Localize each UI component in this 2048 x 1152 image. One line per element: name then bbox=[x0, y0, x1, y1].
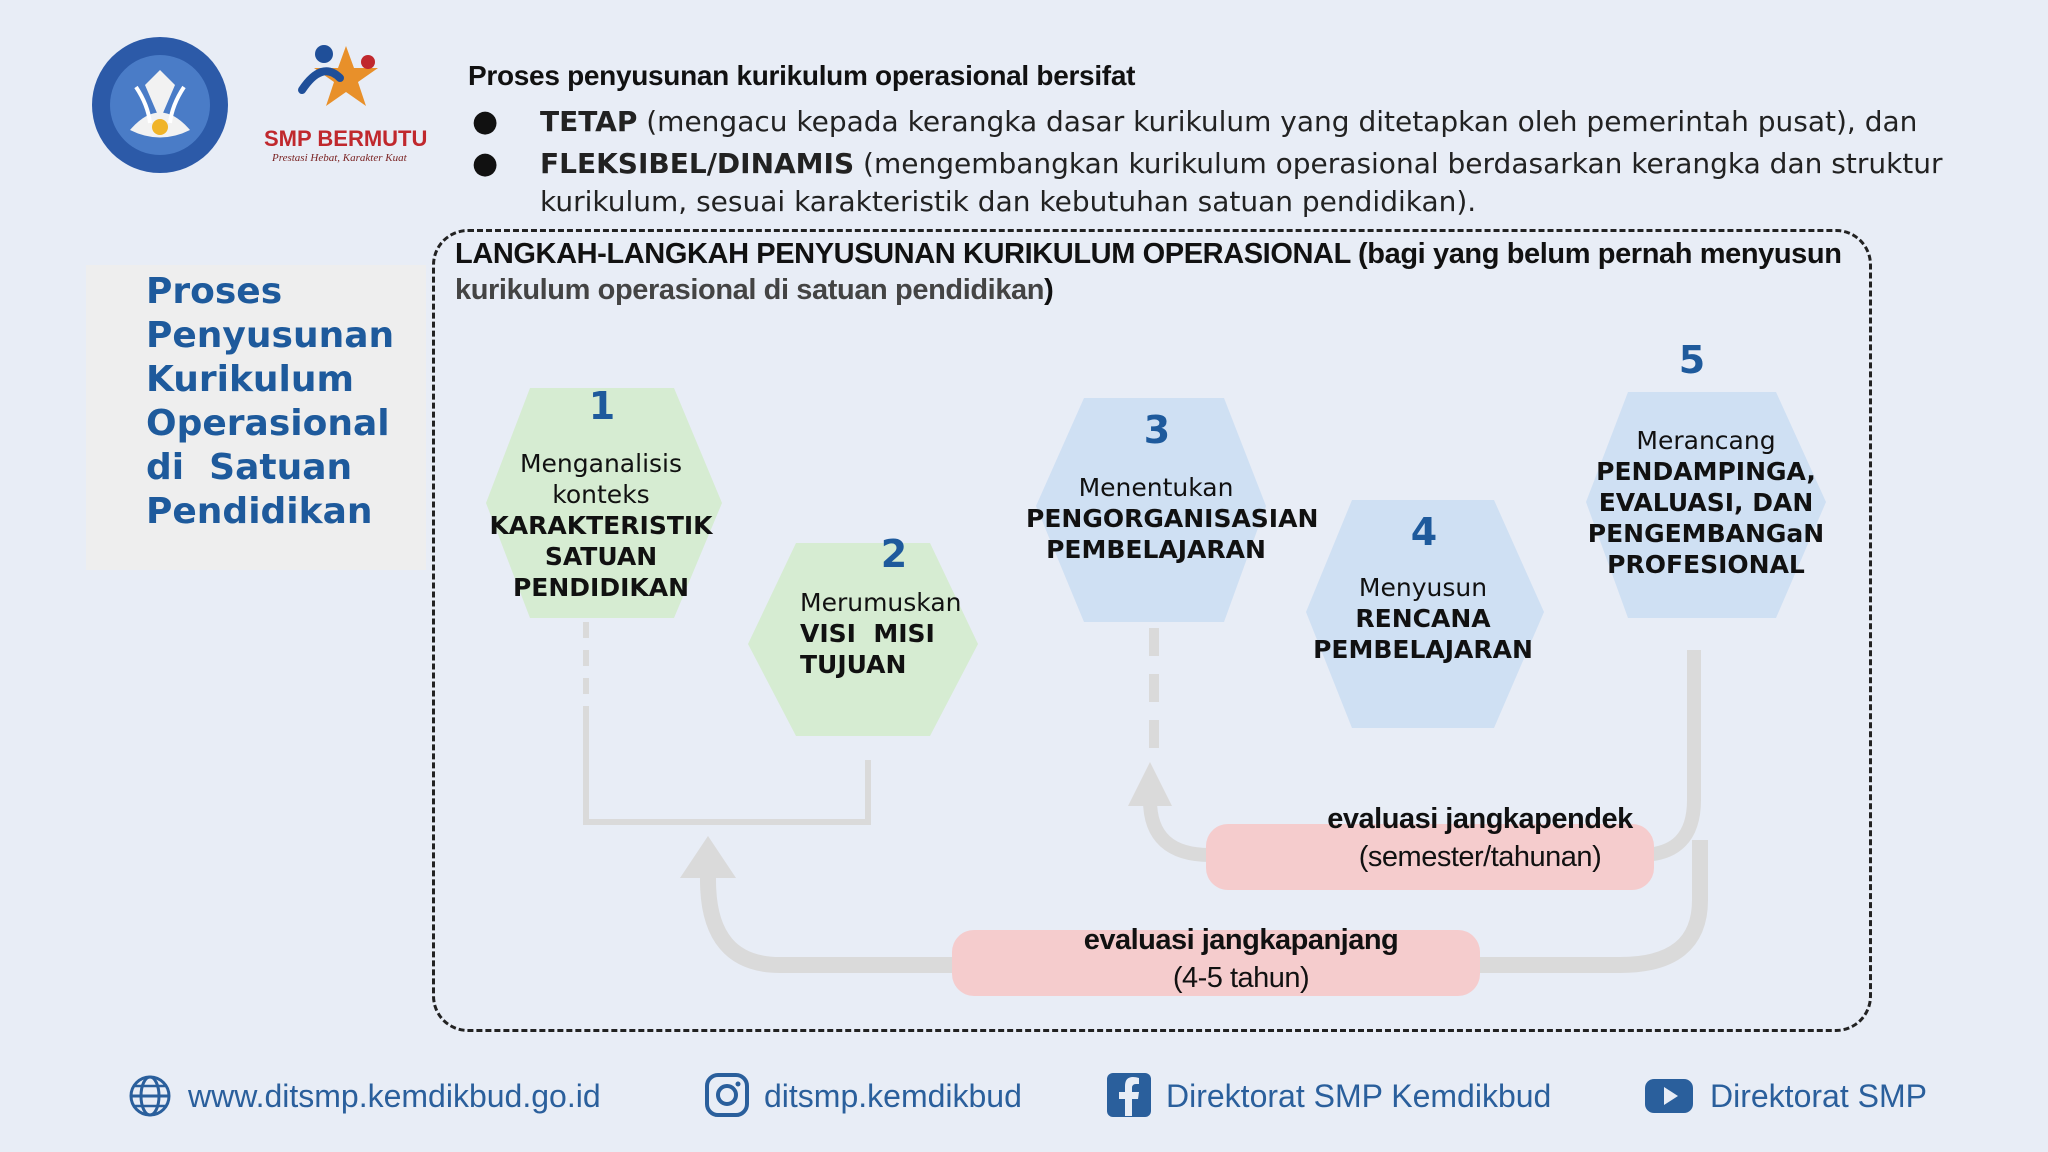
step2-line: TUJUAN bbox=[800, 650, 907, 679]
long-eval-loop bbox=[700, 860, 960, 973]
bullet-fleksibel-label: FLEKSIBEL/DINAMIS bbox=[540, 147, 855, 180]
footer-instagram[interactable]: ditsmp.kemdikbud bbox=[764, 1078, 1022, 1114]
side-title-line: Proses bbox=[146, 271, 283, 312]
step3-line: Menentukan bbox=[1078, 473, 1234, 502]
bullet-tetap-label: TETAP bbox=[540, 105, 638, 138]
steps-title-close: ) bbox=[1044, 274, 1054, 306]
step-text-2: Merumuskan VISI MISI TUJUAN bbox=[800, 587, 1000, 680]
step-number-3: 3 bbox=[1143, 408, 1171, 452]
step3-line: PENGORGANISASIAN bbox=[1026, 504, 1319, 533]
step1-line: KARAKTERISTIK bbox=[489, 511, 713, 540]
side-title-line: Operasional bbox=[146, 403, 390, 444]
side-title: Proses Penyusunan Kurikulum Operasional … bbox=[146, 270, 394, 534]
step1-line: konteks bbox=[552, 480, 650, 509]
kemdikbud-logo bbox=[90, 35, 230, 175]
bullet-tetap: TETAP (mengacu kepada kerangka dasar kur… bbox=[540, 105, 1917, 138]
footer-youtube[interactable]: Direktorat SMP bbox=[1710, 1078, 1927, 1114]
side-title-line: Kurikulum bbox=[146, 359, 355, 400]
short-eval-pill bbox=[1206, 824, 1654, 890]
hexagon-step2 bbox=[748, 543, 978, 736]
step-number-2: 2 bbox=[880, 532, 908, 576]
facebook-icon bbox=[1106, 1072, 1152, 1122]
step5-line: PROFESIONAL bbox=[1607, 550, 1805, 579]
hexagon-step4 bbox=[1306, 500, 1544, 728]
footer-website[interactable]: www.ditsmp.kemdikbud.go.id bbox=[188, 1078, 601, 1114]
short-eval-period: (semester/tahunan) bbox=[1358, 841, 1602, 873]
youtube-icon bbox=[1644, 1078, 1694, 1118]
instagram-icon bbox=[704, 1072, 750, 1122]
side-title-line: di Satuan bbox=[146, 447, 353, 488]
smp-tagline: Prestasi Hebat, Karakter Kuat bbox=[272, 152, 407, 164]
step3-line: PEMBELAJARAN bbox=[1046, 535, 1266, 564]
step-text-5: Merancang PENDAMPINGA, EVALUASI, DAN PEN… bbox=[1586, 425, 1826, 580]
step1-line: SATUAN bbox=[544, 542, 658, 571]
short-eval-text: evaluasi jangkapendek (semester/tahunan) bbox=[1280, 800, 1680, 876]
connector-step1-step2 bbox=[583, 710, 871, 825]
smp-name: SMP BERMUTU bbox=[264, 126, 428, 151]
globe-icon bbox=[128, 1074, 172, 1122]
long-eval-arrowhead bbox=[680, 836, 736, 878]
intro-title: Proses penyusunan kurikulum operasional … bbox=[468, 60, 1136, 91]
long-eval-pill bbox=[952, 930, 1480, 996]
bullet-fleksibel: FLEKSIBEL/DINAMIS (mengembangkan kurikul… bbox=[540, 147, 1943, 180]
step-text-4: Menyusun RENCANA PEMBELAJARAN bbox=[1303, 572, 1543, 665]
step1-line: PENDIDIKAN bbox=[512, 573, 690, 602]
step5-line: EVALUASI, DAN bbox=[1598, 488, 1814, 517]
bullet-dot-1: ● bbox=[472, 104, 499, 139]
hexagon-step3 bbox=[1036, 398, 1266, 622]
step-text-1: Menganalisis konteks KARAKTERISTIK SATUA… bbox=[481, 448, 721, 603]
bullet-fleksibel-line2: kurikulum, sesuai karakteristik dan kebu… bbox=[540, 185, 1477, 218]
step4-line: RENCANA bbox=[1355, 604, 1491, 633]
steps-title-line2: kurikulum operasional di satuan pendidik… bbox=[455, 274, 1054, 307]
step5-feedback-long bbox=[1480, 840, 1708, 973]
step2-line: Merumuskan bbox=[800, 588, 962, 617]
step1-line: Menganalisis bbox=[519, 449, 683, 478]
steps-frame bbox=[432, 229, 1872, 1032]
steps-title: LANGKAH-LANGKAH PENYUSUNAN KURIKULUM OPE… bbox=[455, 238, 1842, 270]
bullet-dot-2: ● bbox=[472, 146, 499, 181]
step5-line: PENGEMBANGaN bbox=[1587, 519, 1825, 548]
step5-line: Merancang bbox=[1636, 426, 1776, 455]
step5-line: PENDAMPINGA, bbox=[1596, 457, 1816, 486]
footer-facebook[interactable]: Direktorat SMP Kemdikbud bbox=[1166, 1078, 1552, 1114]
smp-bermutu-logo: SMP BERMUTU Prestasi Hebat, Karakter Kua… bbox=[262, 38, 442, 168]
step4-line: Menyusun bbox=[1358, 573, 1488, 602]
side-panel bbox=[86, 265, 426, 570]
side-title-line: Penyusunan bbox=[146, 315, 395, 356]
side-title-line: Pendidikan bbox=[146, 491, 373, 532]
long-eval-text: evaluasi jangkapanjang (4-5 tahun) bbox=[1016, 921, 1466, 997]
step-text-3: Menentukan PENGORGANISASIAN PEMBELAJARAN bbox=[1026, 472, 1319, 565]
step-number-5: 5 bbox=[1678, 338, 1706, 382]
hexagon-step1 bbox=[486, 388, 722, 618]
long-eval-label: evaluasi jangkapanjang bbox=[1083, 924, 1399, 956]
step-number-4: 4 bbox=[1410, 510, 1438, 554]
step-number-1: 1 bbox=[588, 384, 616, 428]
step4-line: PEMBELAJARAN bbox=[1313, 635, 1533, 664]
short-eval-label: evaluasi jangkapendek bbox=[1327, 803, 1633, 835]
step2-line: VISI MISI bbox=[800, 619, 935, 648]
long-eval-period: (4-5 tahun) bbox=[1172, 962, 1310, 994]
bullet-tetap-text: (mengacu kepada kerangka dasar kurikulum… bbox=[637, 105, 1918, 138]
steps-title-line2-text: kurikulum operasional di satuan pendidik… bbox=[455, 274, 1045, 306]
short-eval-arrowhead bbox=[1128, 762, 1172, 806]
bullet-fleksibel-text: (mengembangkan kurikulum operasional ber… bbox=[854, 147, 1943, 180]
hexagon-step5 bbox=[1586, 392, 1826, 618]
